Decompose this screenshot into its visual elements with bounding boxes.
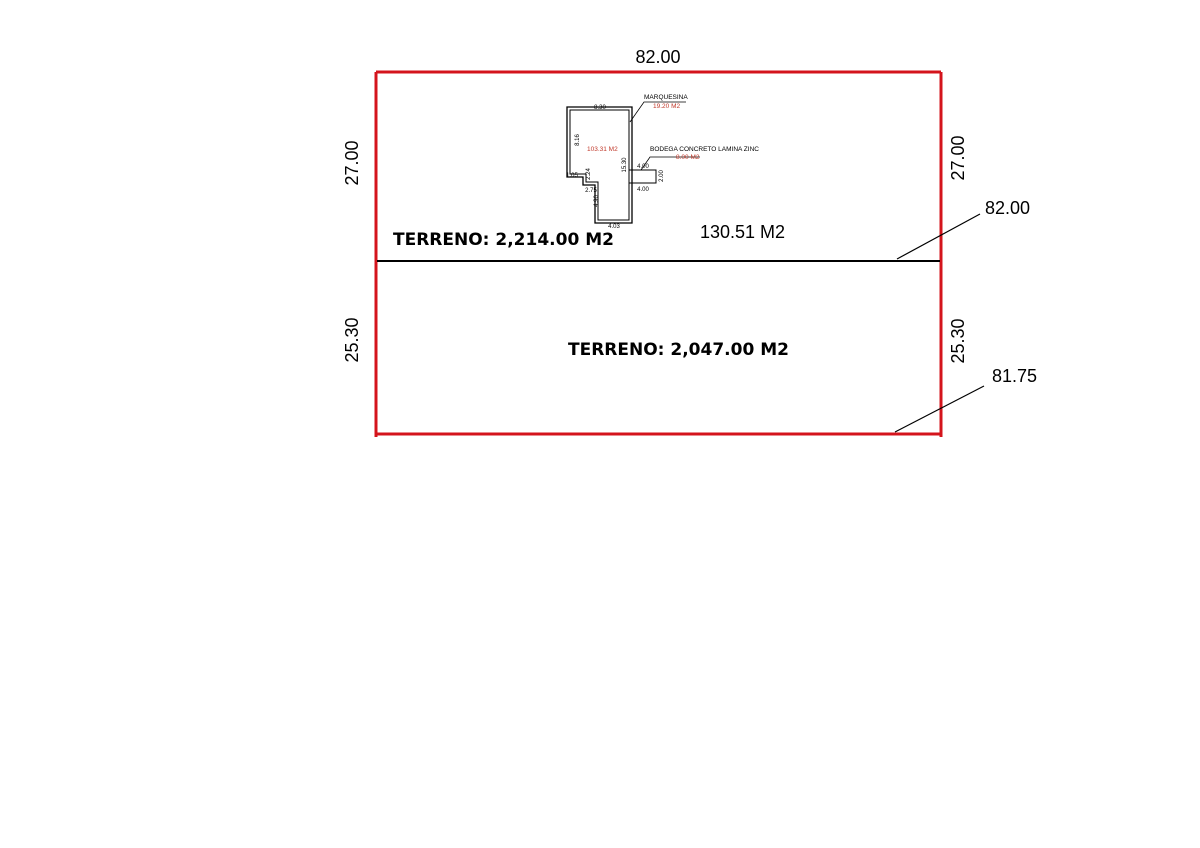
lower-lot-label: TERRENO: 2,047.00 M2 (568, 340, 789, 360)
bodega-annex (628, 169, 657, 184)
building-outline-outer (566, 106, 633, 224)
lower-right-height-dimension: 25.30 (948, 318, 968, 363)
divider-length-dimension: 82.00 (985, 198, 1030, 218)
top-width-dimension: 82.00 (635, 47, 680, 67)
building-low-vertical-dimension: 4.90 (594, 195, 600, 207)
bottom-leader-line (894, 385, 985, 433)
bodega-width-bottom-dimension: 4.00 (637, 187, 649, 193)
building-step-vertical-dimension: 2.24 (586, 168, 592, 180)
building-main-area: 103.31 M2 (587, 146, 618, 153)
upper-right-height-dimension: 27.00 (948, 135, 968, 180)
construction-area-label: 130.51 M2 (700, 222, 785, 242)
building-mid-dimension: 2.75 (585, 188, 597, 194)
bodega-height-dimension: 2.00 (659, 170, 665, 182)
building-step-horizontal-dimension: 1.05 (566, 173, 578, 179)
bodega-leader-line (640, 156, 700, 171)
building-left-dimension: 8.16 (575, 134, 581, 146)
bodega-width-top-dimension: 4.00 (637, 164, 649, 170)
building-bottom-dimension: 4.03 (608, 224, 620, 230)
bottom-length-dimension: 81.75 (992, 366, 1037, 386)
marquesina-leader-line (629, 101, 686, 123)
building-top-dimension: 8.30 (594, 105, 606, 111)
upper-left-height-dimension: 27.00 (342, 140, 362, 185)
marquesina-area: 19.20 M2 (653, 103, 680, 110)
lower-left-height-dimension: 25.30 (342, 317, 362, 362)
upper-lot-label: TERRENO: 2,214.00 M2 (393, 230, 614, 250)
marquesina-title: MARQUESINA (644, 94, 688, 101)
bodega-title: BODEGA CONCRETO LAMINA ZINC (650, 146, 759, 153)
lot-boundary (374, 70, 943, 437)
building-outline-inner (569, 109, 630, 221)
building-footprint (566, 106, 633, 224)
building-right-dimension: 15.30 (622, 157, 628, 173)
divider-leader-line (896, 213, 981, 260)
bodega-area: 8.00 M2 (676, 154, 700, 161)
